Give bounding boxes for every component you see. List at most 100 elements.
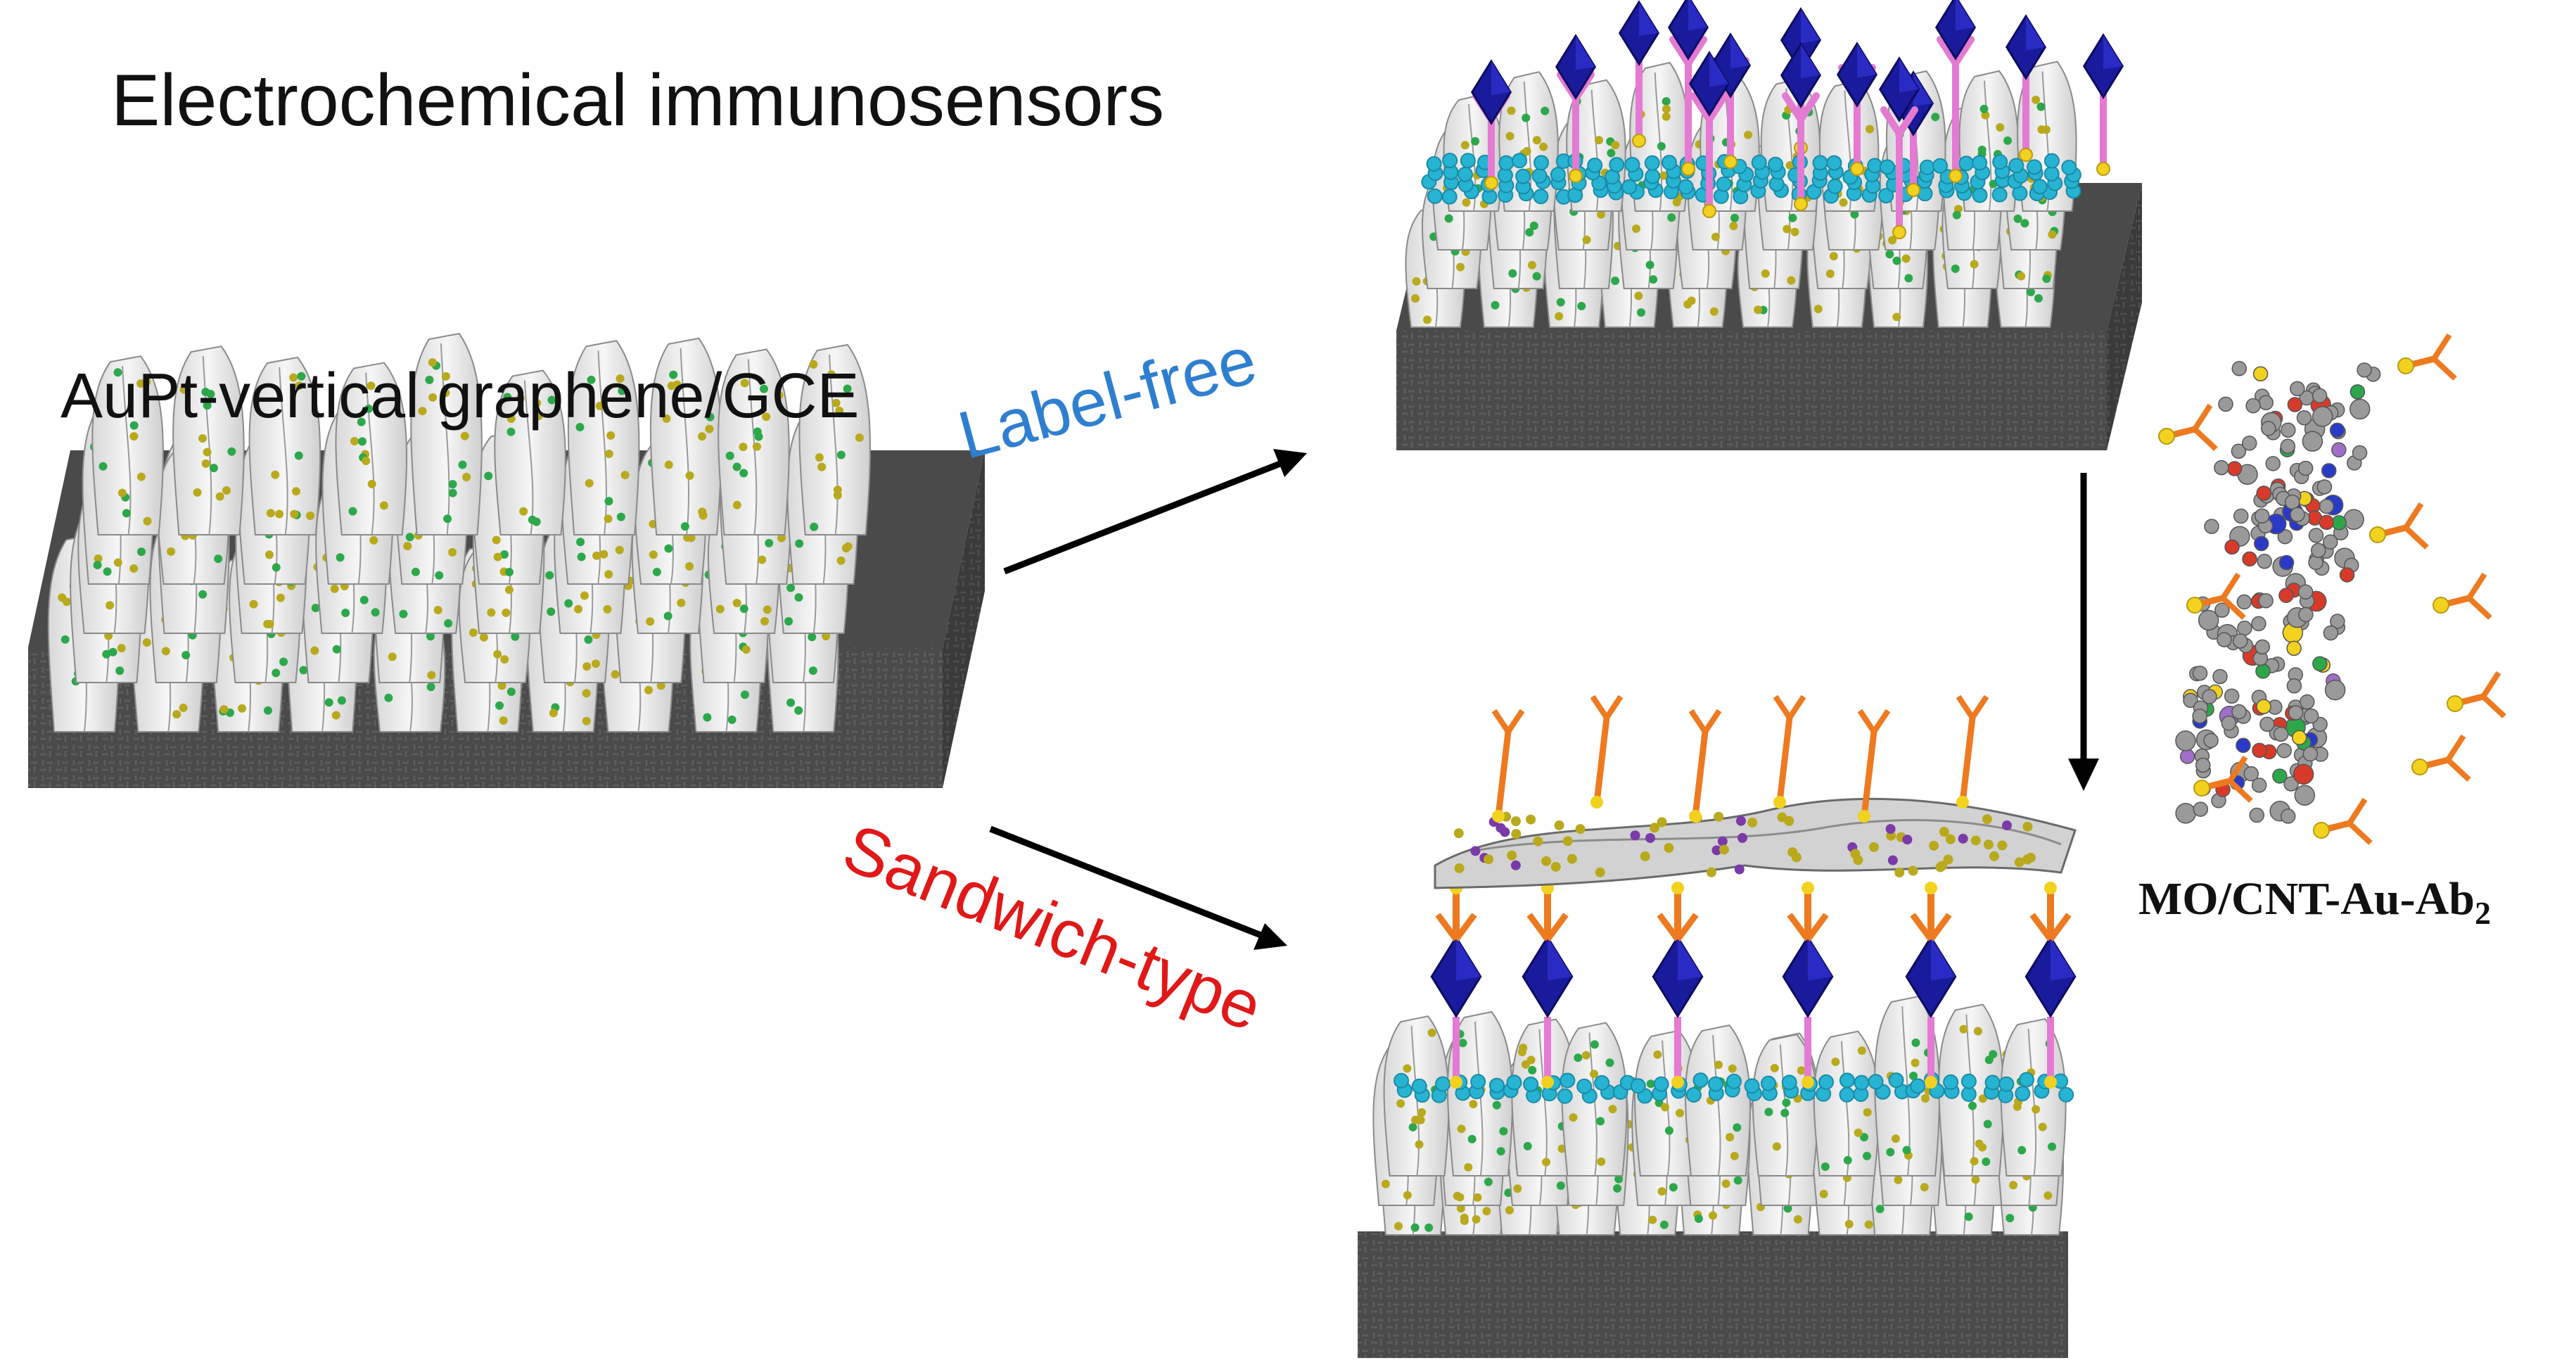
- nanotube-atom: [2278, 554, 2295, 571]
- nanotube-atom: [2245, 398, 2261, 414]
- bsa-blob: [2018, 1072, 2034, 1088]
- arrows: [989, 449, 2099, 950]
- pt-nanoparticle: [306, 511, 315, 520]
- nanotube-atom: [2255, 664, 2271, 679]
- pt-nanoparticle: [611, 670, 620, 679]
- sheet-particle: [1958, 833, 1968, 844]
- pt-nanoparticle: [1844, 1219, 1854, 1229]
- nanotube-atom: [2202, 689, 2217, 704]
- pt-nanoparticle: [784, 617, 793, 626]
- au-nanoparticle: [500, 655, 509, 664]
- pt-nanoparticle: [616, 512, 625, 521]
- detection-antibody-arm: [2192, 403, 2213, 431]
- au-anchor: [1925, 1076, 1937, 1089]
- au-nanoparticle: [603, 604, 612, 614]
- arrow-down-head: [2068, 759, 2099, 791]
- sheet-particle: [1711, 845, 1722, 856]
- pt-nanoparticle: [1456, 262, 1465, 272]
- nanotube-atom: [2339, 567, 2355, 583]
- au-nanoparticle: [534, 412, 543, 421]
- au-nanoparticle: [299, 666, 308, 675]
- sheet-particle: [1929, 840, 1939, 851]
- pt-nanoparticle: [2017, 272, 2026, 281]
- au-nanoparticle: [1528, 1065, 1537, 1074]
- nanotube-atom: [2331, 515, 2347, 531]
- detection-antibody-arm: [1688, 709, 1708, 734]
- pt-nanoparticle: [759, 384, 768, 393]
- pt-nanoparticle: [1863, 1108, 1872, 1117]
- substrate-block-sandwich: [1358, 1231, 2068, 1358]
- pt-nanoparticle: [1894, 1175, 1903, 1184]
- au-nanoparticle: [1415, 1140, 1424, 1149]
- nanotube-atom: [2217, 632, 2232, 647]
- nanotube-atom: [2257, 553, 2272, 569]
- bsa-blob: [1621, 179, 1638, 195]
- nanotube-atom: [2312, 406, 2333, 427]
- pt-nanoparticle: [1582, 235, 1591, 244]
- au-anchor: [2411, 759, 2428, 775]
- au-nanoparticle: [418, 407, 427, 416]
- graphene-fold: [829, 354, 839, 535]
- au-anchor: [2447, 695, 2463, 712]
- pt-nanoparticle: [1977, 145, 1987, 154]
- pt-nanoparticle: [511, 632, 520, 641]
- detection-antibody-arm: [1928, 913, 1952, 941]
- detection-antibody-arm: [1491, 709, 1511, 734]
- bsa-blob: [1644, 155, 1660, 171]
- bsa-blob: [1587, 158, 1603, 174]
- au-anchor: [2369, 526, 2386, 543]
- au-nanoparticle: [179, 385, 189, 394]
- pt-nanoparticle: [1875, 1205, 1885, 1214]
- pt-nanoparticle: [2013, 214, 2022, 223]
- sheet-particle: [1982, 814, 1992, 825]
- au-nanoparticle: [604, 514, 613, 524]
- au-anchor: [2186, 597, 2203, 614]
- au-nanoparticle: [142, 638, 151, 647]
- au-anchor: [2397, 357, 2414, 374]
- au-nanoparticle: [2003, 136, 2013, 145]
- nanotube-atom: [2251, 616, 2266, 632]
- nanotube-atom: [2175, 803, 2196, 824]
- carbon-nanotube-probe: [2158, 333, 2506, 845]
- pt-nanoparticle: [371, 608, 380, 617]
- pt-nanoparticle: [1574, 1053, 1583, 1063]
- detection-antibody-arm: [1956, 694, 1975, 720]
- au-nanoparticle: [161, 647, 170, 656]
- graphene-fold: [1410, 1026, 1420, 1176]
- au-nanoparticle: [290, 509, 299, 519]
- pt-nanoparticle: [1646, 1079, 1655, 1089]
- pt-nanoparticle: [214, 554, 223, 564]
- pt-nanoparticle: [1711, 232, 1720, 241]
- au-nanoparticle: [1730, 213, 1740, 222]
- au-nanoparticle: [297, 372, 306, 381]
- pt-nanoparticle: [2038, 1122, 2047, 1131]
- pt-nanoparticle: [311, 604, 320, 613]
- pt-nanoparticle: [1529, 221, 1538, 230]
- pt-nanoparticle: [1813, 305, 1823, 314]
- au-nanoparticle: [1854, 1128, 1863, 1137]
- nanotube-atom: [2183, 692, 2198, 709]
- pt-nanoparticle: [2037, 125, 2046, 134]
- au-nanoparticle: [468, 628, 478, 638]
- sheet-particle: [1454, 863, 1465, 873]
- au-nanoparticle: [379, 501, 388, 510]
- graphene-fold: [365, 372, 375, 535]
- pt-nanoparticle: [1521, 1060, 1530, 1069]
- nanotube-atom: [2287, 397, 2303, 412]
- pt-nanoparticle: [1892, 256, 1901, 265]
- antigen-facet: [1491, 61, 1511, 96]
- bsa-blob: [1998, 1076, 2015, 1092]
- bsa-blob: [2032, 179, 2048, 195]
- au-nanoparticle: [462, 473, 471, 482]
- nanotube-atom: [2277, 528, 2293, 545]
- pt-nanoparticle: [1865, 125, 1874, 134]
- au-nanoparticle: [143, 516, 152, 526]
- pt-nanoparticle: [1614, 1174, 1624, 1184]
- detection-antibody-arm: [1526, 913, 1550, 941]
- graphene-fold: [1712, 1034, 1721, 1176]
- bsa-blob: [1943, 1074, 1959, 1090]
- au-nanoparticle: [1909, 1072, 1918, 1081]
- pt-nanoparticle: [275, 509, 284, 519]
- pt-nanoparticle: [516, 394, 525, 403]
